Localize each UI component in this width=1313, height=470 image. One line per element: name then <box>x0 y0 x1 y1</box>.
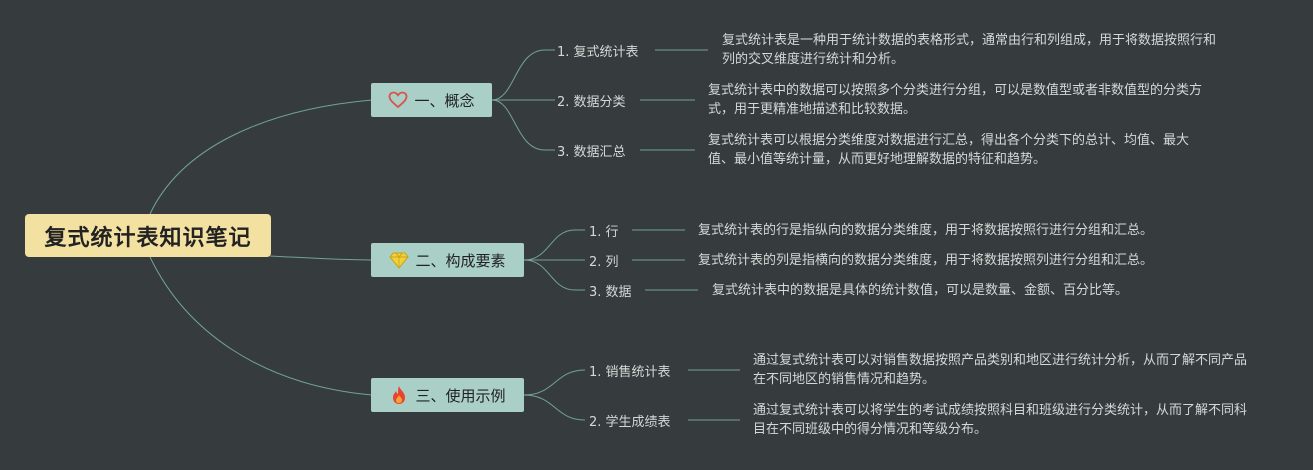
link-b2-s3 <box>523 259 585 291</box>
fire-icon <box>389 385 409 405</box>
leaf-text: 复式统计表的行是指纵向的数据分类维度，用于将数据按照行进行分组和汇总。 <box>698 223 1154 238</box>
link-b3-s2 <box>523 394 586 421</box>
sub-node[interactable]: 1. 复式统计表 <box>557 45 639 60</box>
link-root-branch-3 <box>149 256 373 396</box>
root-node[interactable]: 复式统计表知识笔记 <box>25 214 271 257</box>
link-b1-s3 <box>491 99 555 151</box>
heart-icon <box>388 90 408 110</box>
root-title: 复式统计表知识笔记 <box>44 225 252 251</box>
diamond-icon <box>389 250 410 270</box>
sub-node[interactable]: 3. 数据汇总 <box>557 145 626 160</box>
leaf-text: 通过复式统计表可以将学生的考试成绩按照科目和班级进行分类统计，从而了解不同科目在… <box>753 403 1248 437</box>
sub-node[interactable]: 1. 销售统计表 <box>589 365 671 380</box>
leaf-text: 复式统计表是一种用于统计数据的表格形式，通常由行和列组成，用于将数据按照行和列的… <box>722 33 1217 67</box>
link-root-branch-2 <box>269 255 373 261</box>
sub-node[interactable]: 1. 行 <box>589 225 619 240</box>
link-root-branch-1 <box>149 99 373 215</box>
branch-elements[interactable]: 二、构成要素 <box>371 243 524 277</box>
branch-label: 三、使用示例 <box>415 386 506 405</box>
branch-label: 二、构成要素 <box>415 251 506 270</box>
leaf-text: 复式统计表可以根据分类维度对数据进行汇总，得出各个分类下的总计、均值、最大值、最… <box>708 133 1190 167</box>
sub-node[interactable]: 2. 数据分类 <box>557 95 626 110</box>
branch-concept[interactable]: 一、概念 <box>371 83 492 117</box>
sub-node[interactable]: 2. 列 <box>589 255 619 270</box>
leaf-text: 复式统计表中的数据可以按照多个分类进行分组，可以是数值型或者非数值型的分类方式，… <box>708 83 1203 117</box>
sub-node[interactable]: 2. 学生成绩表 <box>589 415 671 430</box>
sub-node[interactable]: 3. 数据 <box>589 285 632 300</box>
branch-label: 一、概念 <box>414 91 475 110</box>
link-b3-s1 <box>523 369 586 396</box>
leaf-text: 通过复式统计表可以对销售数据按照产品类别和地区进行统计分析，从而了解不同产品在不… <box>753 353 1248 387</box>
link-b2-s1 <box>523 229 585 261</box>
leaf-text: 复式统计表的列是指横向的数据分类维度，用于将数据按照列进行分组和汇总。 <box>698 253 1154 268</box>
leaf-text: 复式统计表中的数据是具体的统计数值，可以是数量、金额、百分比等。 <box>712 283 1129 298</box>
link-b1-s1 <box>491 49 555 101</box>
branch-examples[interactable]: 三、使用示例 <box>371 378 524 412</box>
